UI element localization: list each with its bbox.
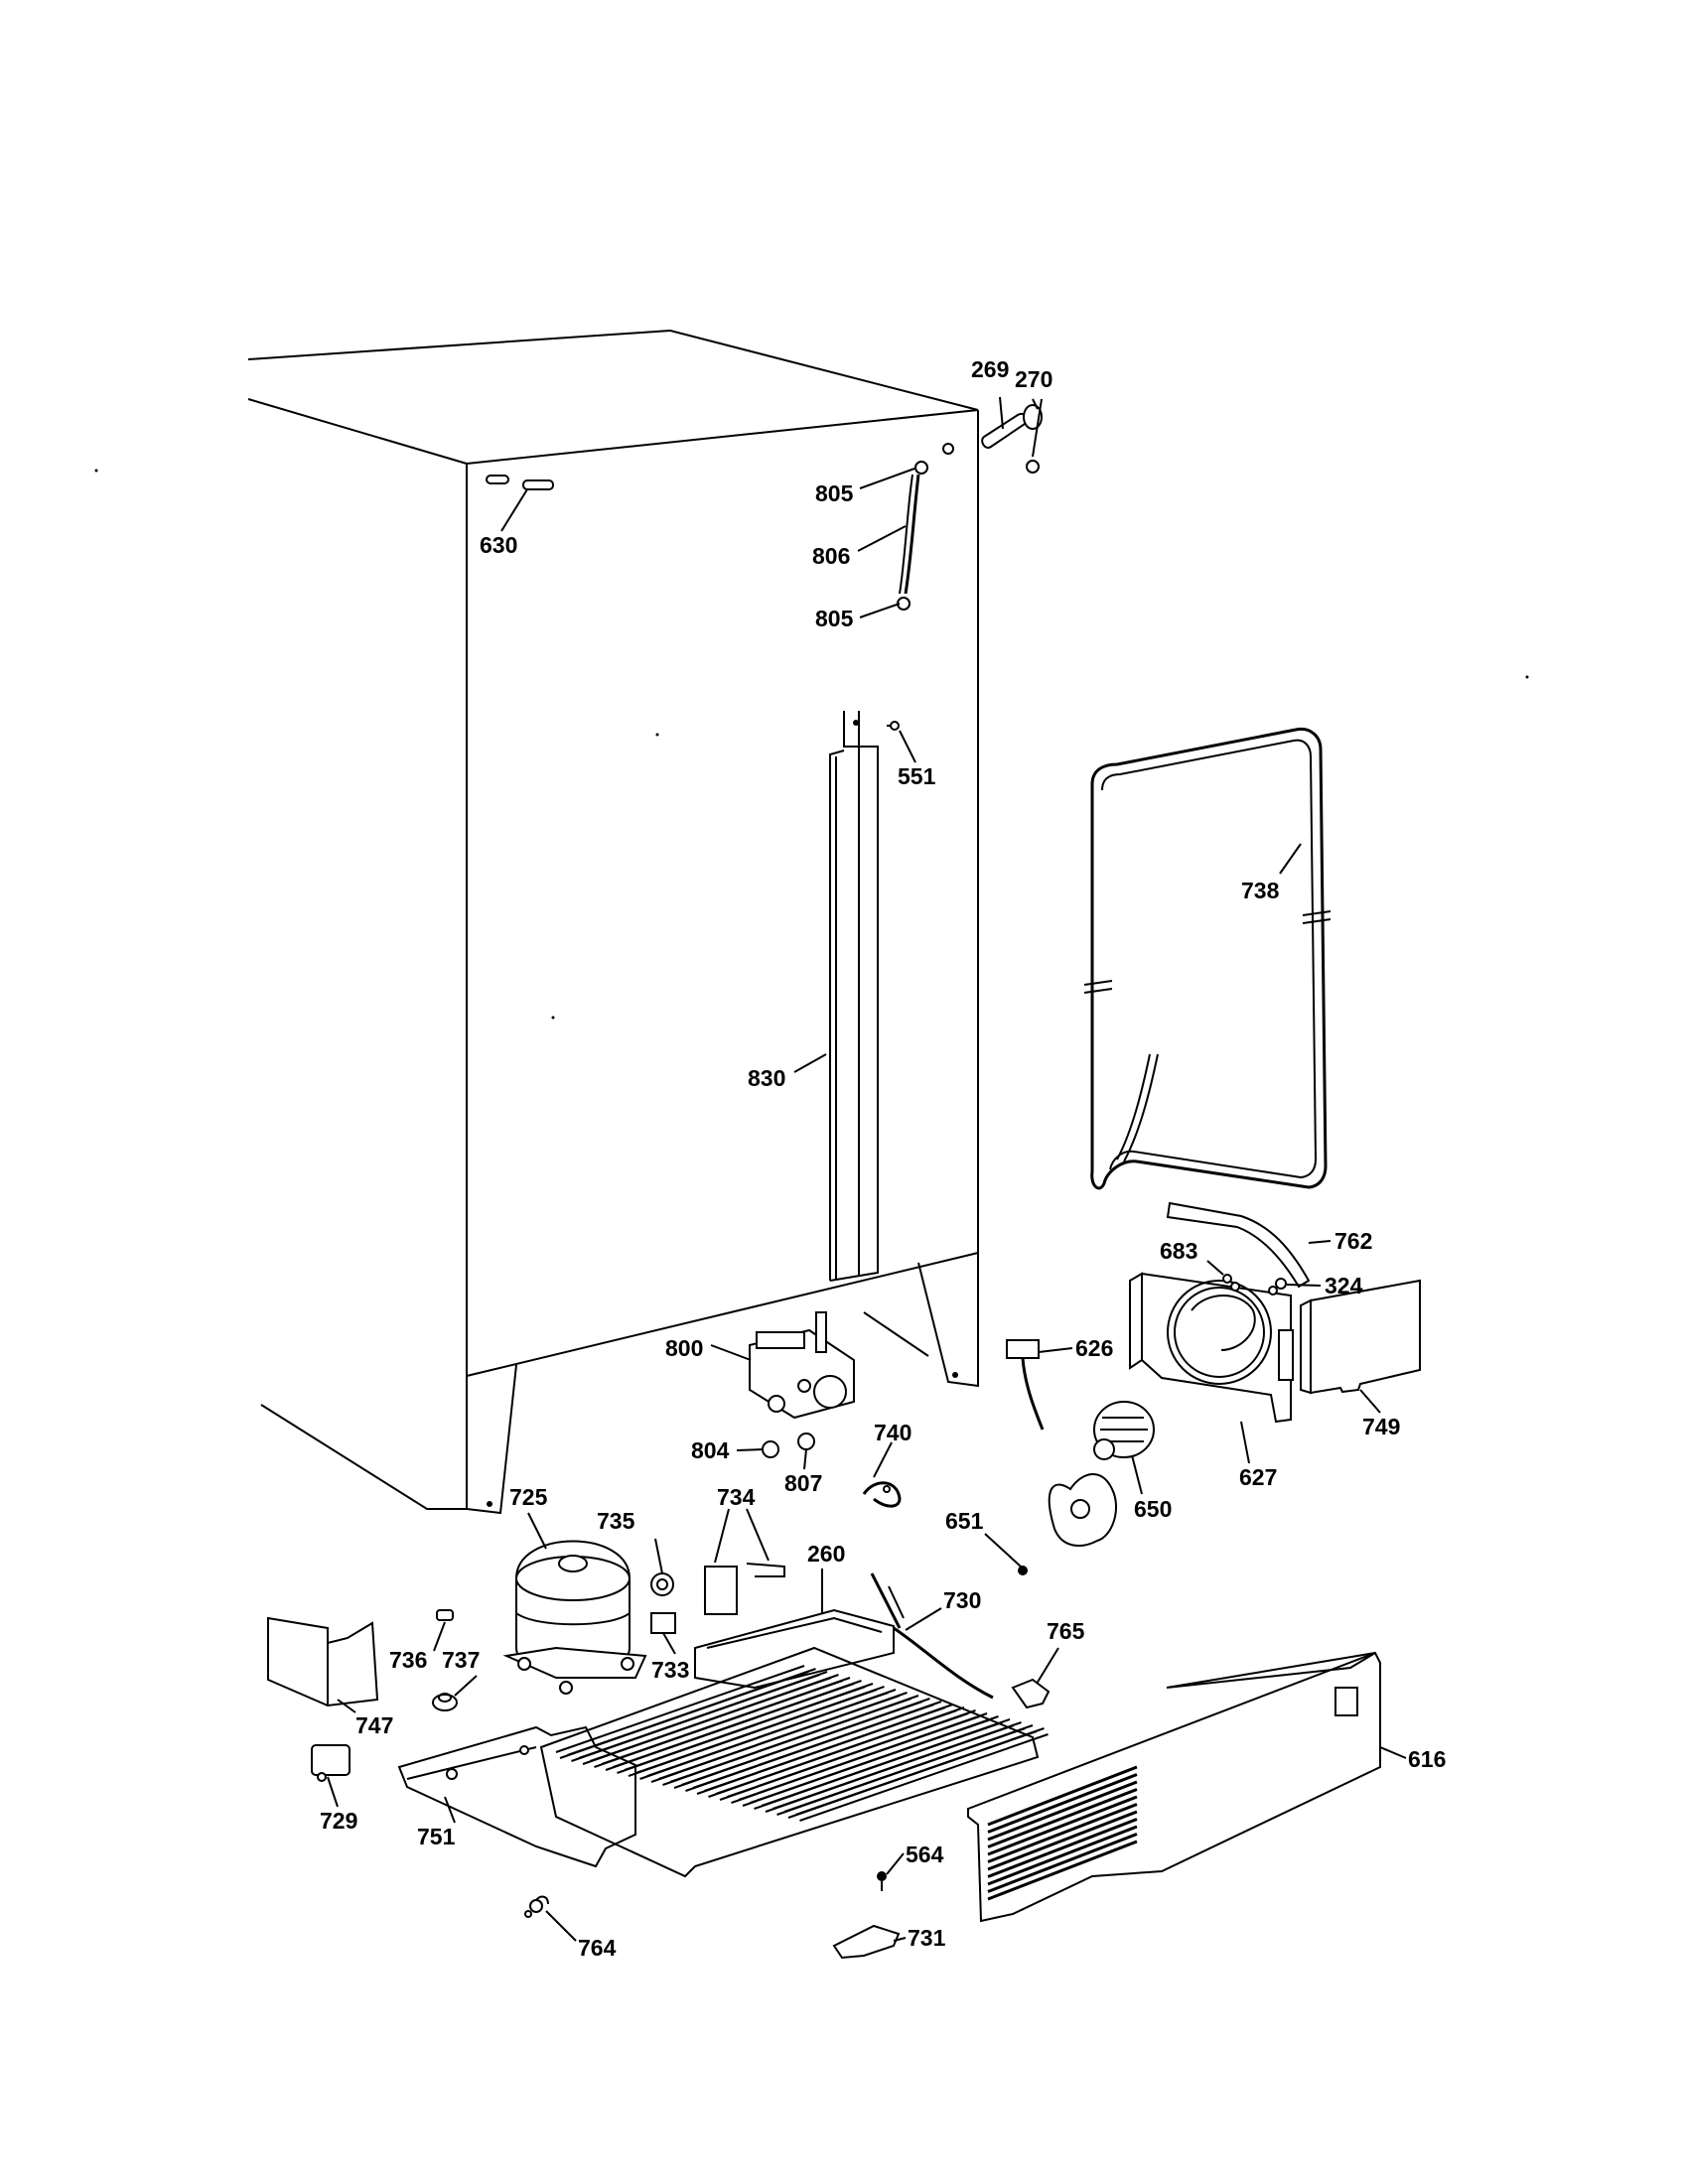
clip-765 — [1011, 1678, 1051, 1709]
bracket-747 — [267, 1616, 379, 1707]
water-valve-800 — [749, 1311, 855, 1420]
callout-765: 765 — [1047, 1618, 1085, 1644]
hinge-assembly — [981, 404, 1043, 474]
callout-650: 650 — [1134, 1496, 1172, 1522]
capacitor-729 — [311, 1744, 351, 1782]
callout-651: 651 — [945, 1508, 984, 1534]
callout-736: 736 — [389, 1647, 427, 1673]
fan-blade-651 — [1018, 1473, 1117, 1575]
fan-motor-650 — [1093, 1401, 1155, 1460]
callout-740: 740 — [874, 1420, 912, 1445]
grille-slot — [987, 1780, 1138, 1842]
clip-764 — [524, 1895, 549, 1918]
refrigerator-cabinet — [247, 329, 979, 1515]
callout-749: 749 — [1362, 1414, 1400, 1439]
overload-734 — [704, 1563, 785, 1615]
strip-762 — [1166, 1201, 1311, 1289]
grille-slot — [987, 1840, 1138, 1901]
callout-800: 800 — [665, 1335, 703, 1361]
callout-labels: 269 270 630 805 806 805 551 738 830 762 … — [320, 356, 1446, 1961]
callout-738: 738 — [1241, 878, 1280, 903]
callout-683: 683 — [1160, 1238, 1197, 1264]
callout-626: 626 — [1075, 1335, 1113, 1361]
relay-735-733 — [650, 1572, 676, 1634]
callout-324: 324 — [1325, 1273, 1363, 1298]
callout-737: 737 — [442, 1647, 480, 1673]
grille-slot — [987, 1765, 1138, 1827]
cover-749 — [1300, 1279, 1421, 1395]
callout-804: 804 — [691, 1437, 730, 1463]
callout-807: 807 — [784, 1470, 822, 1496]
leader-lines — [327, 396, 1407, 1942]
callout-269: 269 — [971, 356, 1009, 382]
callout-805-top: 805 — [815, 480, 854, 506]
compressor-725 — [502, 1540, 647, 1695]
callout-564: 564 — [906, 1842, 944, 1867]
fittings-804-807 — [762, 1433, 815, 1458]
base-pan-751 — [397, 1725, 636, 1868]
callout-627: 627 — [1239, 1464, 1277, 1490]
callout-805-bottom: 805 — [815, 606, 854, 631]
callout-730: 730 — [943, 1587, 981, 1613]
grille-slot — [987, 1788, 1138, 1848]
callout-270: 270 — [1015, 366, 1052, 392]
callout-260: 260 — [807, 1541, 845, 1567]
thermostat-626 — [1006, 1339, 1045, 1431]
callout-725: 725 — [509, 1484, 548, 1510]
clip-740 — [862, 1481, 902, 1508]
callout-733: 733 — [651, 1657, 689, 1683]
callout-735: 735 — [597, 1508, 635, 1534]
screw-564 — [877, 1871, 887, 1891]
callout-751: 751 — [417, 1824, 456, 1849]
callout-764: 764 — [578, 1935, 617, 1961]
grille-slot — [987, 1833, 1138, 1893]
callout-747: 747 — [355, 1712, 393, 1738]
grille-slot — [987, 1803, 1138, 1863]
heater-loop — [1083, 727, 1332, 1190]
drain-pan-260 — [694, 1572, 905, 1690]
callout-830: 830 — [748, 1065, 785, 1091]
screws-683-324 — [1222, 1274, 1287, 1290]
callout-551: 551 — [898, 763, 936, 789]
mullion-channel — [829, 711, 900, 1282]
grille-slot — [987, 1810, 1138, 1871]
callout-734: 734 — [717, 1484, 756, 1510]
callout-616: 616 — [1408, 1746, 1446, 1772]
callout-762: 762 — [1334, 1228, 1372, 1254]
grille-slot — [987, 1795, 1138, 1856]
callout-731: 731 — [908, 1925, 946, 1951]
callout-806: 806 — [812, 543, 850, 569]
condenser-coil-730 — [539, 1626, 1049, 1878]
fan-shroud — [1129, 1272, 1294, 1424]
coil-tube — [795, 1727, 1049, 1822]
callout-630: 630 — [480, 532, 517, 558]
grommets-736-737 — [432, 1609, 458, 1711]
grille-slot — [987, 1825, 1138, 1886]
grille-slot — [987, 1773, 1138, 1834]
grille-slot — [987, 1818, 1138, 1878]
callout-729: 729 — [320, 1808, 357, 1834]
bracket-731 — [832, 1924, 901, 1960]
grille-616 — [967, 1651, 1381, 1923]
